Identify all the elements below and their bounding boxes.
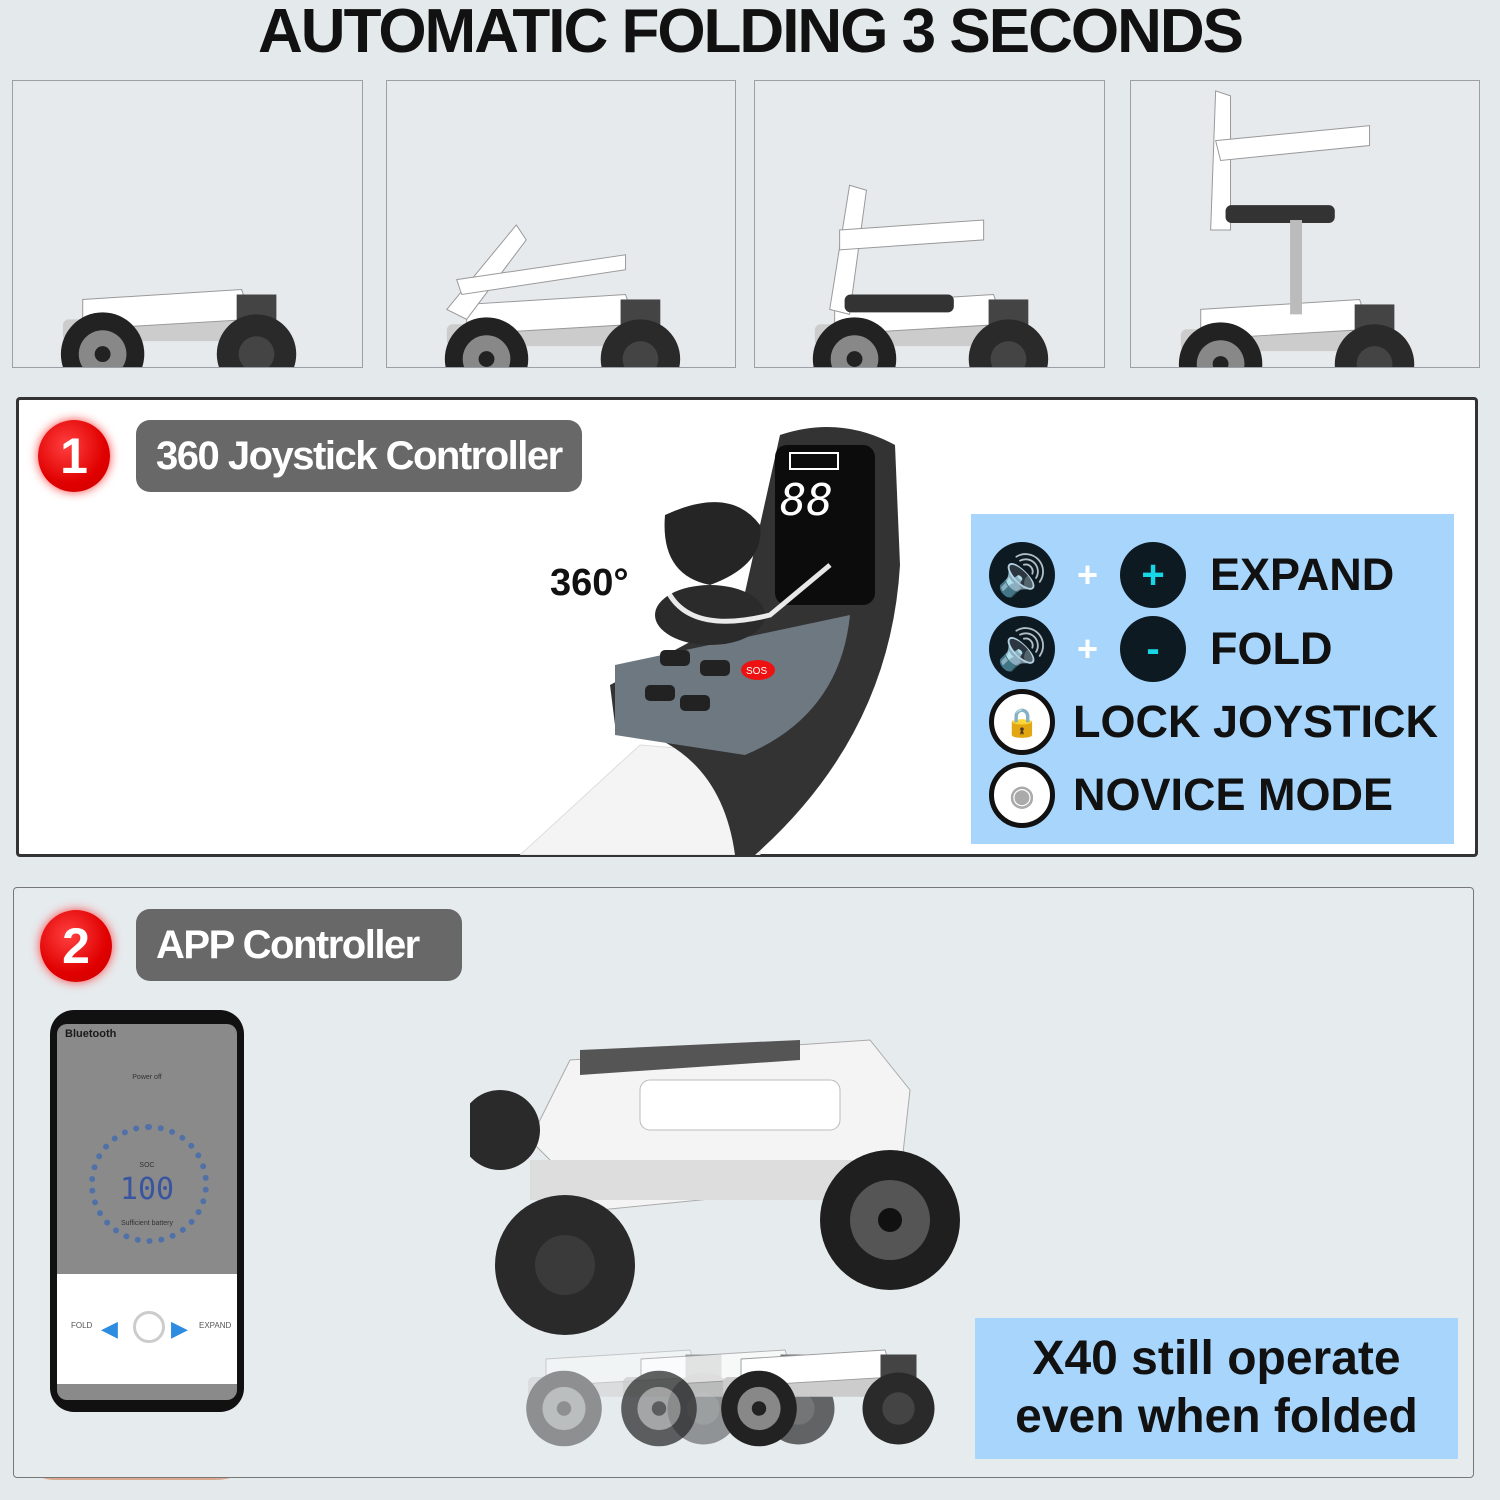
novice-mode-icon: ◉ xyxy=(989,762,1055,828)
joystick-heading: 360 Joystick Controller xyxy=(136,420,582,492)
arrow-right-icon: ▶ xyxy=(171,1316,188,1341)
folded-chair-image xyxy=(470,1039,960,1447)
page-title: AUTOMATIC FOLDING 3 SECONDS xyxy=(258,0,1244,66)
lock-button xyxy=(680,695,710,711)
phone-header: Bluetooth xyxy=(65,1028,117,1040)
button-legend: 🔊 + + EXPAND 🔊 + - FOLD 🔒 LOCK JOYSTICK … xyxy=(971,514,1454,844)
folded-operation-note: X40 still operate even when folded xyxy=(975,1318,1458,1459)
sos-button[interactable] xyxy=(741,660,775,680)
soc-value: 100 xyxy=(119,1172,175,1207)
lock-icon: 🔒 xyxy=(989,689,1055,755)
rotation-label: 360° xyxy=(550,562,629,604)
power-button xyxy=(645,685,675,701)
fold-label: FOLD xyxy=(71,1321,93,1330)
step-badge-2: 2 xyxy=(40,910,112,982)
fold-stage-2-image xyxy=(386,80,736,402)
battery-indicator-icon xyxy=(789,452,839,470)
battery-gauge xyxy=(89,1124,209,1244)
fold-stage-1-image xyxy=(12,80,363,397)
legend-lock: 🔒 LOCK JOYSTICK xyxy=(989,689,1438,755)
plus-icon: + xyxy=(1120,542,1187,608)
app-heading: APP Controller xyxy=(136,909,462,981)
fold-expand-slider[interactable] xyxy=(133,1311,165,1343)
arrow-left-icon: ◀ xyxy=(101,1316,118,1341)
minus-icon: - xyxy=(1120,616,1187,682)
fold-stage-3-image xyxy=(754,80,1105,402)
phone-image: Bluetooth Power off SOC 100 Sufficient b… xyxy=(50,1010,244,1412)
speed-display: 88 xyxy=(780,475,833,526)
legend-expand: 🔊 + + EXPAND xyxy=(989,542,1394,608)
speaker-icon: 🔊 xyxy=(989,616,1055,682)
joystick-knob[interactable] xyxy=(664,502,761,585)
svg-text:SOS: SOS xyxy=(746,666,767,677)
horn-button xyxy=(660,650,690,666)
fold-stage-4-image xyxy=(1130,80,1480,407)
legend-novice: ◉ NOVICE MODE xyxy=(989,762,1393,828)
rotation-arrow-icon xyxy=(657,563,832,624)
expand-label: EXPAND xyxy=(199,1321,232,1330)
step-badge-1: 1 xyxy=(38,420,110,492)
speed-button xyxy=(700,660,730,676)
power-off-button[interactable]: Power off xyxy=(132,1074,162,1081)
joystick-controller-image: 88 SOS xyxy=(520,427,900,855)
lcd-display xyxy=(775,445,875,605)
legend-fold: 🔊 + - FOLD xyxy=(989,616,1333,682)
speaker-icon: 🔊 xyxy=(989,542,1055,608)
